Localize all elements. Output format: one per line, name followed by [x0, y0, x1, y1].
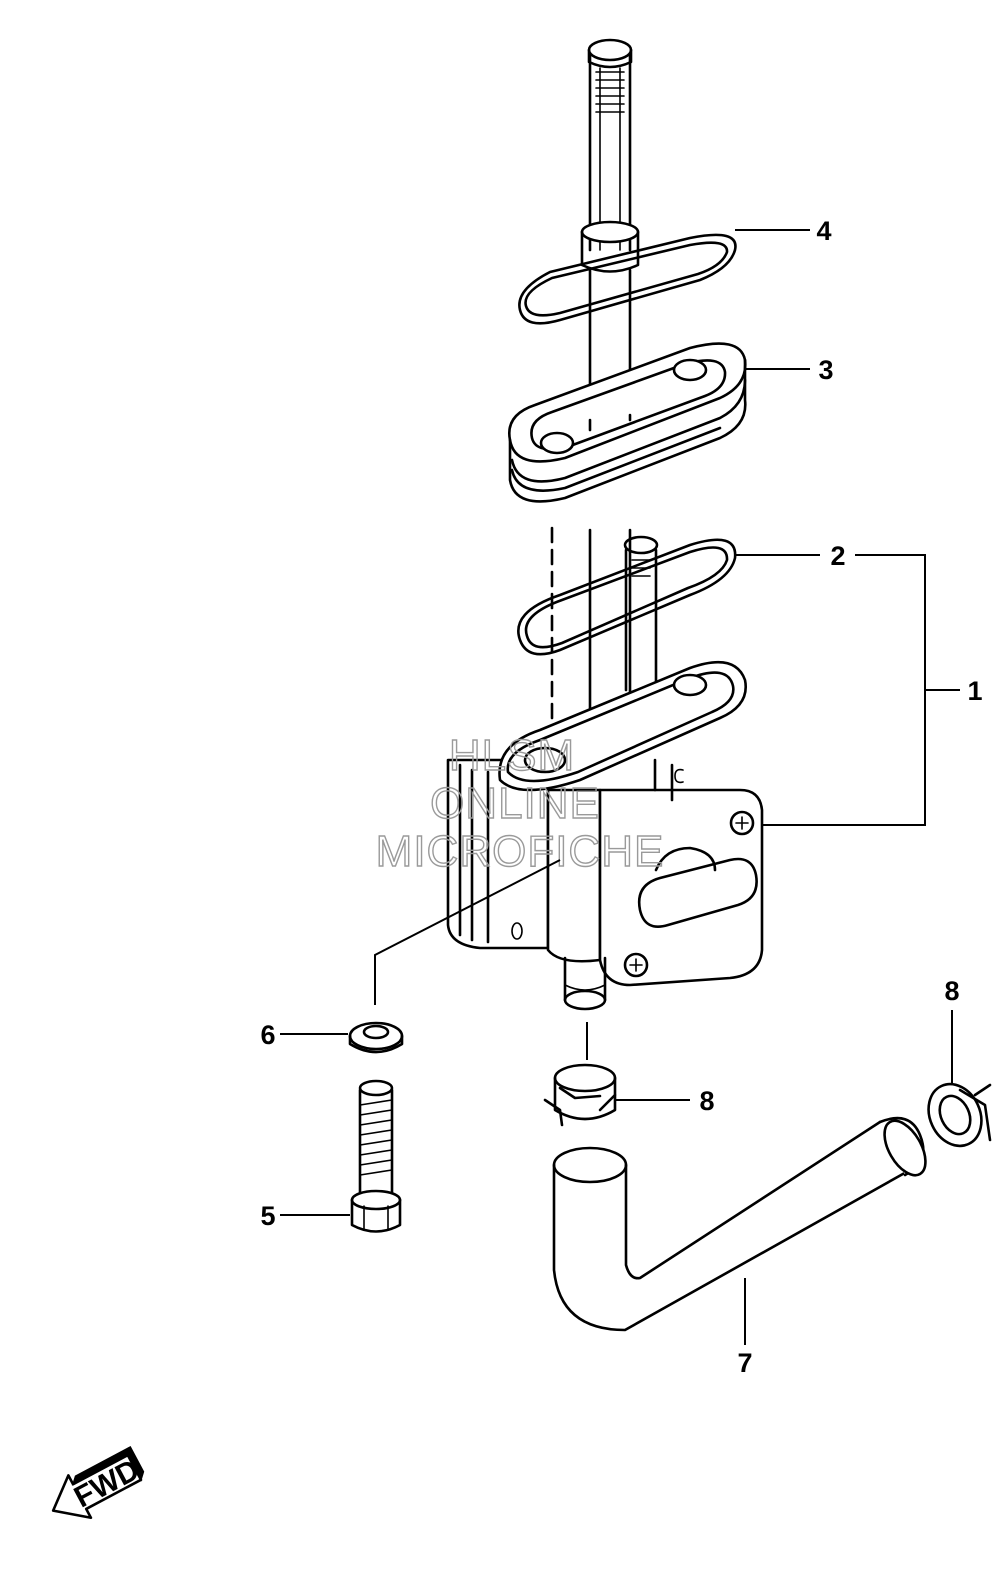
callout-6: 6	[260, 1020, 275, 1050]
watermark-line-2: ONLINE	[430, 779, 600, 828]
part-5-bolt	[350, 1079, 402, 1233]
part-4-strainer-oring	[518, 38, 737, 422]
forward-arrow-icon: FWD	[51, 1445, 145, 1520]
callout-5: 5	[260, 1201, 275, 1231]
callout-3: 3	[818, 355, 833, 385]
callout-7: 7	[737, 1348, 752, 1378]
part-7-hose	[552, 1116, 927, 1332]
leader-1-bracket	[762, 554, 926, 826]
part-8-clamp-right	[927, 1082, 992, 1148]
callout-2: 2	[830, 541, 845, 571]
part-1-fuel-cock-body	[446, 660, 764, 1011]
part-3-gasket	[508, 342, 747, 503]
callout-numbers: 4 3 2 1 6 5 8 8 7	[260, 216, 982, 1378]
callout-1: 1	[967, 676, 982, 706]
watermark: HLSM ONLINE MICROFICHE	[375, 730, 665, 876]
part-8-clamp-center	[543, 1063, 617, 1127]
part-2-oring	[517, 526, 737, 792]
leader-lines	[280, 229, 960, 1345]
watermark-line-1: HLSM	[449, 731, 575, 780]
leader-6-upper	[374, 859, 561, 1005]
watermark-line-3: MICROFICHE	[376, 827, 665, 876]
callout-4: 4	[816, 216, 831, 246]
part-6-washer	[348, 1021, 404, 1054]
callout-8-right: 8	[944, 976, 959, 1006]
callout-8-center: 8	[699, 1086, 714, 1116]
